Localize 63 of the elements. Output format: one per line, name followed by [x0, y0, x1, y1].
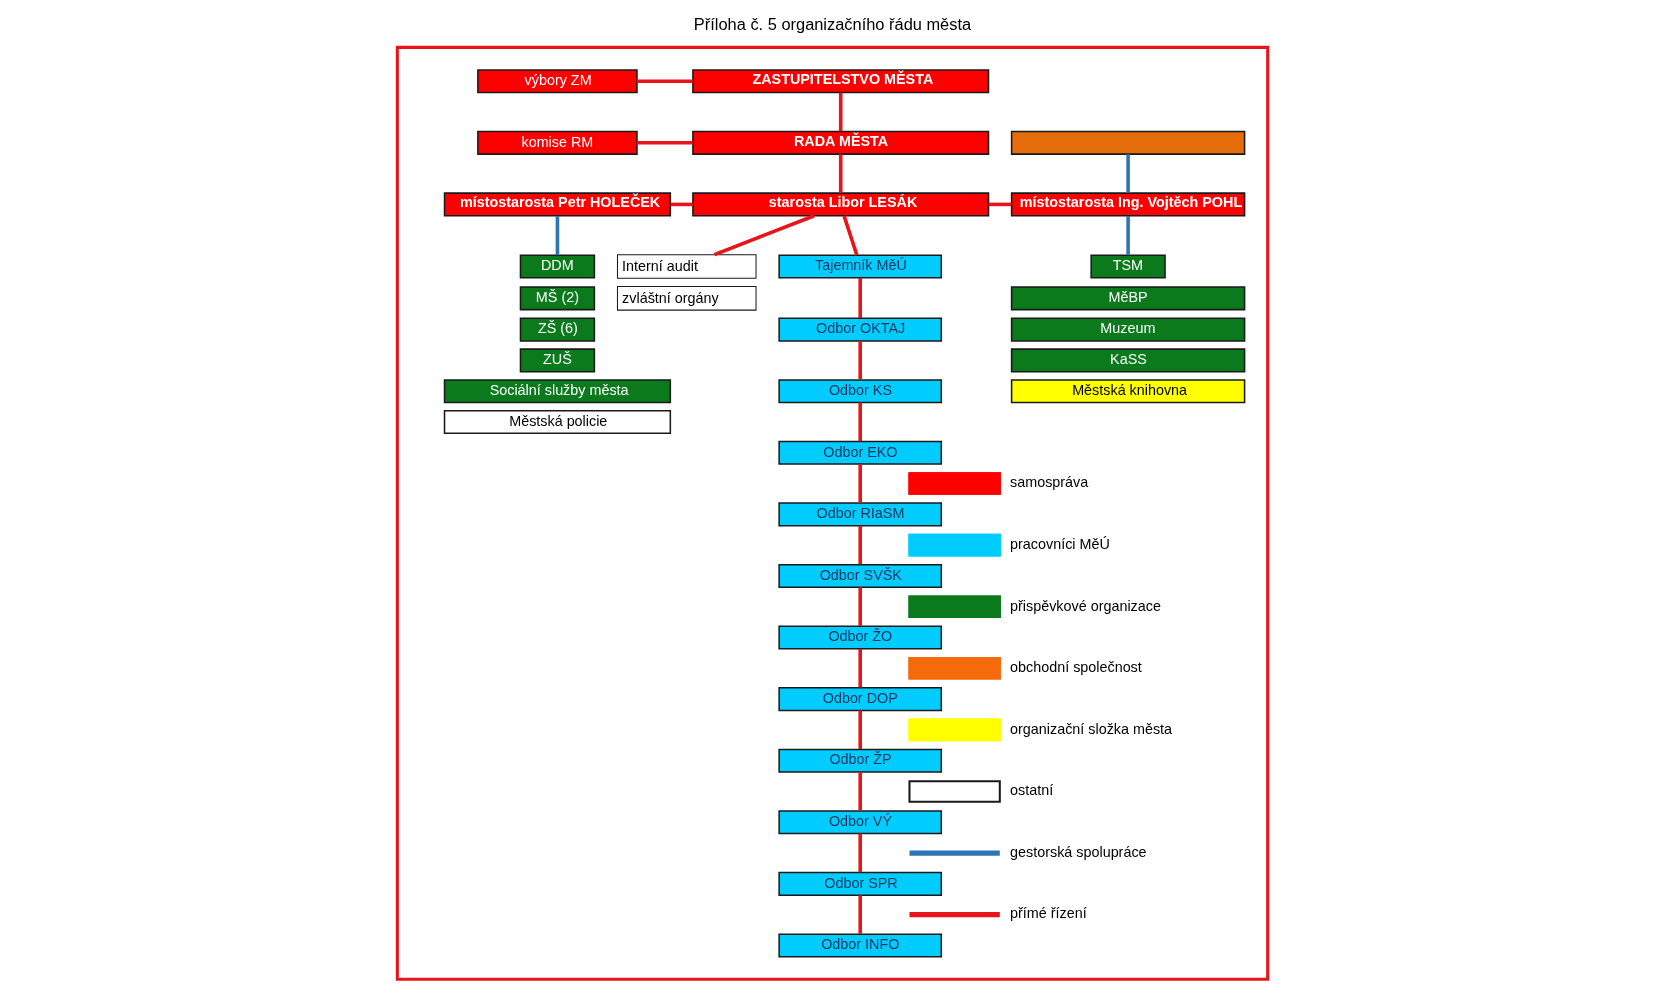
node-box: Muzeum	[1010, 317, 1246, 342]
connector	[838, 92, 843, 132]
connector	[555, 215, 560, 256]
legend-label: gestorská spolupráce	[1010, 843, 1147, 860]
node-box: Městská knihovna	[1010, 379, 1246, 404]
node-box: Odbor RIaSM	[778, 502, 943, 527]
connector	[858, 464, 862, 503]
node-box: ZASTUPITELSTVO MĚSTA	[692, 69, 990, 94]
node-box: Odbor DOP	[778, 687, 943, 712]
node-box: KaSS	[1010, 348, 1246, 373]
connector	[858, 525, 862, 565]
node-box: Odbor VÝ	[778, 810, 943, 835]
node-box: Odbor ŽP	[778, 748, 943, 773]
connector	[858, 772, 862, 811]
diagram-title: Příloha č. 5 organizačního řádu města	[693, 14, 972, 33]
legend-label: přispěvkové organizace	[1010, 597, 1161, 614]
node-box: Odbor EKO	[778, 440, 943, 465]
legend-label: organizační složka města	[1010, 720, 1173, 737]
legend-label: obchodní společnost	[1010, 659, 1142, 676]
connector	[858, 277, 862, 318]
connector	[988, 202, 1012, 207]
node-box: místostarosta Petr HOLEČEK	[443, 192, 672, 217]
node-box: Odbor KS	[778, 379, 943, 404]
legend-label: samospráva	[1010, 474, 1089, 491]
node-box: ZUŠ	[519, 348, 596, 373]
connector	[858, 833, 862, 873]
cluster	[395, 45, 1270, 981]
connector	[637, 79, 693, 84]
node-box: Tajemník MěÚ	[778, 254, 943, 279]
connector	[858, 402, 862, 442]
legend-label: ostatní	[1010, 782, 1054, 799]
node-box: Odbor ŽO	[778, 625, 943, 650]
legend-label: přímé řízení	[1010, 905, 1087, 922]
node-box: TSM	[1090, 254, 1166, 279]
node-box: DDM	[519, 254, 596, 279]
connector	[637, 141, 693, 145]
node-box: Odbor SPR	[778, 871, 943, 896]
node-box: Sociální služby města	[443, 379, 672, 404]
connector	[858, 895, 862, 934]
node-box: RADA MĚSTA	[692, 130, 990, 155]
node-box	[1010, 130, 1246, 155]
node-box: místostarosta Ing. Vojtěch POHL	[1010, 192, 1246, 217]
node-box: ZŠ (6)	[519, 317, 596, 342]
node-box: starosta Libor LESÁK	[692, 192, 990, 217]
node-box: Odbor OKTAJ	[778, 317, 943, 342]
connector	[838, 154, 843, 193]
node-box: komise RM	[477, 130, 638, 155]
node-box: MěBP	[1010, 286, 1246, 311]
legend-label: pracovníci MěÚ	[1010, 535, 1110, 552]
connector	[842, 215, 859, 256]
connector	[858, 710, 862, 749]
node-box: výbory ZM	[477, 69, 638, 94]
connector	[713, 214, 815, 257]
connector	[1126, 154, 1130, 193]
node-box: Odbor INFO	[778, 933, 943, 958]
connector	[670, 202, 693, 207]
node-box: Městská policie	[443, 409, 672, 435]
connector	[858, 648, 862, 688]
node-box: Odbor SVŠK	[778, 563, 943, 588]
connector	[858, 341, 862, 380]
connector	[858, 587, 862, 626]
node-box: MŠ (2)	[519, 286, 596, 311]
connector	[1126, 215, 1130, 256]
